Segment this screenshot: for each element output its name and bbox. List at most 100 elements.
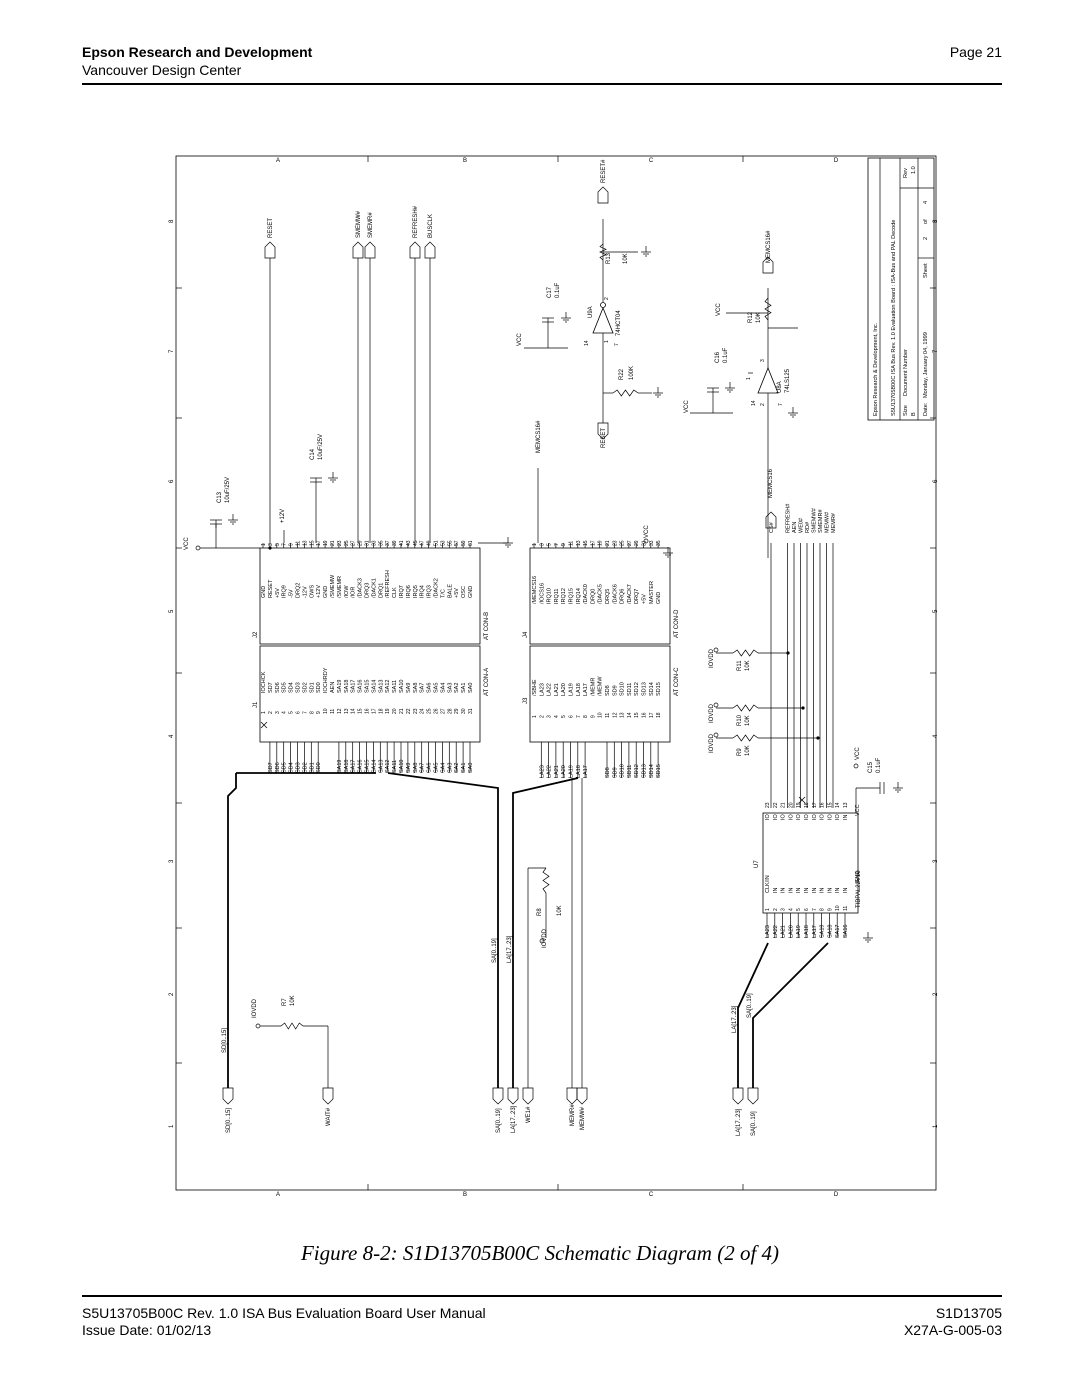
- column-mark: B: [463, 1192, 467, 1198]
- j1-signal: SA12: [385, 680, 391, 693]
- iovdd-label: IOVDD: [542, 928, 548, 948]
- j1-signal: SA4: [440, 683, 446, 693]
- u8a-buffer: [757, 366, 779, 394]
- j2-pin: 5: [275, 543, 281, 546]
- j1-signal: SD5: [282, 682, 288, 693]
- row-mark: 6: [169, 479, 175, 483]
- j4-signal: IRQ11: [554, 589, 560, 605]
- j3-signal: LA22: [547, 683, 553, 696]
- j1-pin: 10: [323, 708, 329, 714]
- bottom-port-label: SD[0..15]: [226, 1108, 232, 1133]
- j2-signal: DRQ2: [296, 583, 302, 598]
- j1-pin: 4: [282, 711, 288, 714]
- j2-signal: DRQ1: [378, 583, 384, 598]
- j1-pin: 25: [427, 708, 433, 714]
- pal-input-pin: IN: [781, 887, 787, 893]
- j3-pin: 12: [612, 712, 618, 718]
- row-mark: 6: [933, 479, 939, 483]
- pal-u7: [762, 812, 859, 914]
- j1-net-label: SA7: [420, 763, 426, 773]
- j1-pin: 22: [406, 708, 412, 714]
- j1-signal: SA18: [344, 680, 350, 693]
- pal-la-bus-label: LA[17..23]: [732, 1005, 738, 1033]
- pal-gnd-pin: GND: [855, 871, 861, 883]
- j1-net-label: SA6: [427, 763, 433, 773]
- j2-pin: 11: [296, 541, 302, 546]
- pal-pin-num: 10: [835, 905, 841, 911]
- pal-input-net: SA17: [835, 925, 841, 938]
- u9-pin: 7: [614, 343, 620, 346]
- vcc-terminal: [853, 763, 859, 769]
- j4-pin: 19: [598, 540, 604, 546]
- j1-pin: 23: [413, 708, 419, 714]
- j1-net-label: SA12: [385, 760, 391, 773]
- j3-net-label: SD10: [620, 764, 626, 778]
- j3-pin: 9: [590, 715, 596, 718]
- j1-signal: SA0: [468, 683, 474, 693]
- j1-signal: SA1: [461, 683, 467, 693]
- j1-signal: SA16: [358, 680, 364, 693]
- j1-signal: SA11: [392, 680, 398, 693]
- u9a-bubble: [600, 302, 606, 308]
- pal-pin-num: 1: [765, 908, 771, 911]
- j4-pin: 33: [649, 540, 655, 546]
- r7-ref: R7: [282, 998, 288, 1006]
- j1-pin: 2: [268, 711, 274, 714]
- j3-pin: 8: [583, 715, 589, 718]
- j2-signal: OSC: [461, 586, 467, 598]
- pal-input-net: LA21: [781, 925, 787, 938]
- j2-signal: /IOW: [344, 585, 350, 598]
- pal-input-net: LA18: [804, 925, 810, 938]
- vcc-terminal: [643, 538, 649, 544]
- page-header-left: Epson Research and Development Vancouver…: [82, 44, 312, 78]
- bottom-port-label: SA[0..19]: [751, 1111, 757, 1136]
- j3-signal: SD10: [620, 682, 626, 696]
- u9a-inverter: [592, 306, 614, 334]
- j4-signal: /DACK0: [583, 584, 589, 604]
- j4-signal: DRQ7: [634, 589, 640, 604]
- j4-signal: /IOCS16: [539, 583, 545, 604]
- j1-net-label: SA10: [399, 760, 405, 773]
- pal-la-bus: [737, 942, 769, 1088]
- signal-port: [409, 241, 421, 259]
- resistor-symbol: [542, 867, 550, 894]
- j2-pin: 59: [461, 540, 467, 546]
- j2-signal: GND: [323, 586, 329, 598]
- reset-hash-label: RESET#: [601, 159, 607, 183]
- pal-pin-num: 17: [812, 802, 818, 808]
- pal-pin-num: 8: [820, 908, 826, 911]
- j2-signal: GND: [261, 586, 267, 598]
- j1-pin: 9: [316, 711, 322, 714]
- resistor-symbol: [612, 389, 639, 397]
- j3-signal: SD12: [634, 682, 640, 696]
- j2-pin: 9: [289, 543, 295, 546]
- j3-net-label: SD8: [605, 767, 611, 778]
- pal-input-pin: IN: [812, 887, 818, 893]
- iovdd-label: IOVDD: [252, 998, 258, 1018]
- j1-signal: SD6: [275, 682, 281, 693]
- column-mark: C: [649, 1192, 654, 1198]
- j1-signal: SA17: [351, 680, 357, 693]
- j3-net-label: LA19: [569, 765, 575, 778]
- footer-manual: S5U13705B00C Rev. 1.0 ISA Bus Evaluation…: [82, 1305, 486, 1321]
- vcc-terminal: [195, 545, 201, 551]
- resistor-symbol: [599, 243, 607, 261]
- j2-signal: IRQ4: [420, 585, 426, 598]
- j1-pin: 31: [468, 708, 474, 714]
- sd-bus: [227, 773, 237, 1088]
- port-label: RESET: [268, 218, 274, 238]
- j2-pin: 39: [392, 540, 398, 546]
- j3-signal: LA17: [583, 683, 589, 696]
- pal-io-pin: IO: [781, 813, 787, 820]
- pal-pin-num: 14: [835, 802, 841, 808]
- pal-output-net: CS#: [769, 521, 775, 533]
- j3-signal: LA23: [539, 683, 545, 696]
- sa-bus-label: SA[0..19]: [492, 938, 498, 963]
- r22-ref: R22: [619, 368, 625, 380]
- resistor-symbol: [732, 704, 759, 712]
- j4-pin: 1: [532, 543, 538, 546]
- j1-net-label: SD4: [289, 762, 295, 773]
- j2-pin: 19: [323, 540, 329, 546]
- j1-signal: SA2: [454, 683, 460, 693]
- j3-signal: SD11: [627, 683, 633, 696]
